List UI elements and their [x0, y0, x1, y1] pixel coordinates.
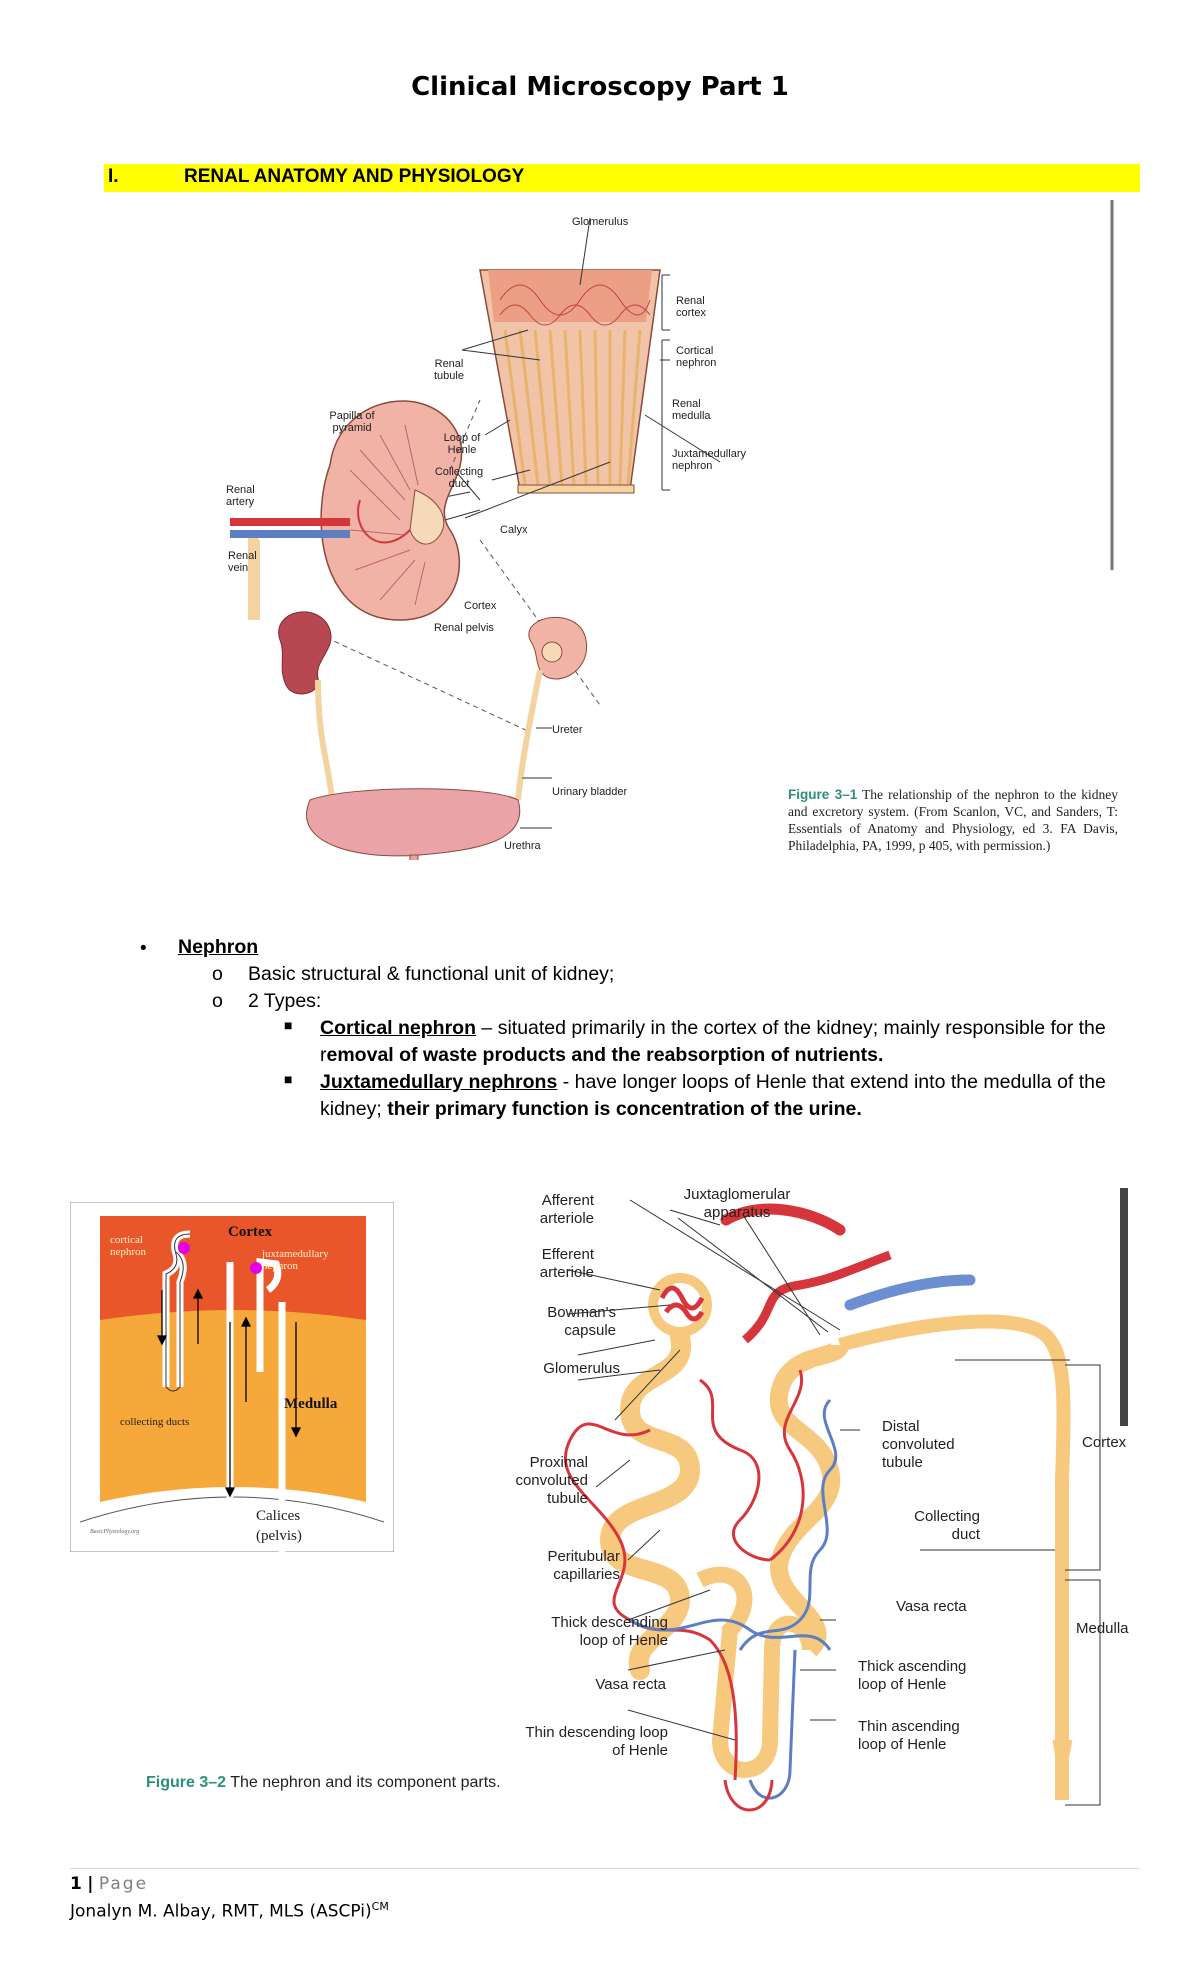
page-title: Clinical Microscopy Part 1: [411, 72, 789, 102]
small-fig-medulla-label: Medulla: [284, 1396, 338, 1412]
fig2-label-glomerulus: Glomerulus: [543, 1360, 620, 1377]
nephron-point-1: Basic structural & functional unit of ki…: [248, 963, 615, 985]
fig1-label-renal-pelvis: Renal pelvis: [434, 622, 494, 634]
author-line: Jonalyn M. Albay, RMT, MLS (ASCPi)CM: [70, 1900, 389, 1922]
fig2-label-thick-descending: Thick descending loop of Henle: [551, 1614, 668, 1649]
fig1-label-papilla: Papilla of pyramid: [329, 410, 375, 434]
figure-3-2-number: Figure 3–2: [146, 1774, 227, 1791]
fig1-label-loop-of-henle: Loop of Henle: [443, 432, 481, 456]
cortex-medulla-nephron-illustration: [70, 1202, 394, 1552]
bullet-dot: •: [140, 938, 147, 959]
juxtamedullary-nephron-text: - have longer loops of Henle that extend…: [320, 1071, 1106, 1120]
bullet-square: ■: [284, 1017, 293, 1033]
small-fig-cortex-label: Cortex: [228, 1224, 273, 1240]
fig1-label-renal-cortex: Renal cortex: [676, 295, 706, 319]
figure-3-1-caption: Figure 3–1 The relationship of the nephr…: [788, 786, 1118, 854]
section-heading: RENAL ANATOMY AND PHYSIOLOGY: [184, 166, 525, 187]
page-number: 1 | Page: [70, 1874, 148, 1894]
fig2-label-cortex: Cortex: [1082, 1434, 1127, 1451]
fig1-label-juxtamedullary-nephron: Juxtamedullary nephron: [672, 448, 746, 472]
fig2-label-distal: Distal convoluted tubule: [882, 1418, 955, 1471]
fig1-label-glomerulus: Glomerulus: [572, 216, 629, 228]
fig1-label-urethra: Urethra: [504, 840, 541, 852]
fig1-label-urinary-bladder: Urinary bladder: [552, 786, 628, 798]
section-highlight: [104, 164, 1140, 192]
fig1-label-renal-tubule: Renal tubule: [434, 358, 464, 382]
fig1-label-collecting-duct: Collecting duct: [434, 466, 484, 490]
fig2-label-thick-ascending: Thick ascending loop of Henle: [858, 1658, 967, 1693]
fig2-label-peritubular: Peritubular capillaries: [547, 1548, 620, 1583]
small-fig-cortical-nephron-label: cortical nephron: [110, 1234, 147, 1258]
cortical-nephron-text: – situated primarily in the cortex of th…: [320, 1017, 1106, 1066]
small-fig-calices-label: Calices (pelvis): [256, 1508, 302, 1544]
fig2-label-medulla: Medulla: [1076, 1620, 1129, 1637]
fig1-label-renal-artery: Renal artery: [226, 484, 255, 508]
fig1-label-renal-vein: Renal vein: [228, 550, 257, 574]
figure-3-2-caption: Figure 3–2 The nephron and its component…: [146, 1772, 506, 1794]
nephron-type-juxtamedullary: Juxtamedullary nephrons - have longer lo…: [320, 1069, 1150, 1123]
cortical-nephron-term: Cortical nephron: [320, 1017, 477, 1039]
fig2-label-thin-ascending: Thin ascending loop of Henle: [858, 1718, 960, 1753]
fig2-label-efferent: Efferent arteriole: [539, 1246, 594, 1281]
fig1-label-calyx: Calyx: [500, 524, 528, 536]
figure-3-1-number: Figure 3–1: [788, 787, 858, 802]
nephron-type-cortical: Cortical nephron – situated primarily in…: [320, 1015, 1150, 1069]
fig1-label-cortical-nephron: Cortical nephron: [676, 345, 717, 369]
small-fig-collecting-ducts-label: collecting ducts: [120, 1416, 190, 1428]
bullet-o: o: [212, 990, 223, 1012]
page-separator: |: [87, 1874, 94, 1894]
page-word: Page: [98, 1874, 149, 1894]
fig2-label-bowmans: Bowman's capsule: [547, 1304, 616, 1339]
small-fig-credit: BasicPhysiology.org: [90, 1529, 140, 1535]
bullet-square: ■: [284, 1071, 293, 1087]
fig2-label-collecting-duct: Collecting duct: [914, 1508, 980, 1543]
fig2-label-afferent: Afferent arteriole: [539, 1192, 594, 1227]
juxtamedullary-nephron-emphasis: their primary function is concentration …: [387, 1098, 862, 1120]
nephron-heading: Nephron: [178, 936, 259, 958]
juxtamedullary-nephron-term: Juxtamedullary nephrons: [320, 1071, 558, 1093]
figure-3-2-caption-text: The nephron and its component parts.: [230, 1774, 501, 1791]
page-number-value: 1: [70, 1874, 82, 1894]
footer-divider: [70, 1868, 1140, 1869]
fig2-label-proximal: Proximal convoluted tubule: [515, 1454, 588, 1507]
fig1-label-renal-medulla: Renal medulla: [672, 398, 711, 422]
section-number: I.: [108, 166, 119, 187]
fig1-label-ureter: Ureter: [552, 724, 583, 736]
fig2-label-juxtaglomerular: Juxtaglomerular apparatus: [683, 1186, 791, 1221]
fig1-label-cortex: Cortex: [464, 600, 497, 612]
cortical-nephron-emphasis: emoval of waste products and the reabsor…: [326, 1044, 884, 1066]
figure-3-2-illustration: [563, 1188, 1128, 1812]
bullet-o: o: [212, 963, 223, 985]
author-superscript: CM: [371, 1900, 389, 1913]
author-name: Jonalyn M. Albay, RMT, MLS (ASCPi): [70, 1901, 372, 1922]
small-fig-juxtamedullary-label: juxtamedullary nephron: [262, 1248, 329, 1272]
figure-3-1-illustration: [230, 200, 1114, 860]
fig2-label-thin-descending: Thin descending loop of Henle: [525, 1724, 668, 1759]
fig2-label-vasa-recta-left: Vasa recta: [595, 1676, 666, 1693]
figure-3-1-caption-text: The relationship of the nephron to the k…: [788, 787, 1118, 853]
fig2-label-vasa-recta-right: Vasa recta: [896, 1598, 967, 1615]
nephron-point-2: 2 Types:: [248, 990, 322, 1012]
